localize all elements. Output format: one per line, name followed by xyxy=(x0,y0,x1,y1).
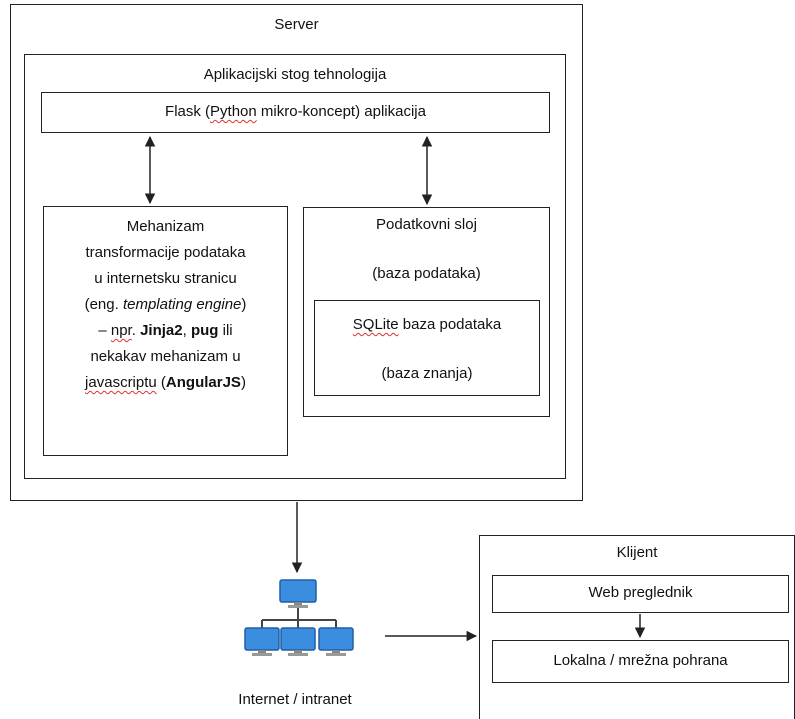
mechanism-line-5: – npr. Jinja2, pug ili xyxy=(43,318,288,344)
monitor-top xyxy=(279,579,317,608)
mechanism-line-2: transformacije podataka xyxy=(85,244,246,261)
mech-l4-e: ) xyxy=(241,296,247,313)
flask-pre: Flask ( xyxy=(165,103,211,120)
mechanism-line-4: (eng. templating engine) xyxy=(43,292,288,318)
mechanism-line-1: Mehanizam xyxy=(126,218,205,235)
mech-l5-c: . xyxy=(131,322,141,339)
templating-mechanism-text: Mehanizam transformacije podataka u inte… xyxy=(43,214,288,396)
monitor-right xyxy=(318,627,354,656)
flask-python: Python xyxy=(210,103,257,120)
storage-label: Lokalna / mrežna pohrana xyxy=(553,652,728,669)
sqlite-name-a: SQLite xyxy=(352,316,399,333)
monitor-middle xyxy=(280,627,316,656)
mech-l7-a: javascriptu xyxy=(85,374,157,391)
web-browser-box xyxy=(492,575,789,613)
mech-l4-b: templating xyxy=(122,296,193,313)
sqlite-title: SQLite baza podataka xyxy=(314,316,540,333)
mech-l7-d: ) xyxy=(240,374,246,391)
data-layer-title: Podatkovni sloj xyxy=(376,216,477,233)
flask-app-label: Flask (Python mikro-koncept) aplikacija xyxy=(41,103,550,120)
flask-post: mikro-koncept) aplikacija xyxy=(256,103,426,120)
app-stack-title: Aplikacijski stog tehnologija xyxy=(203,66,387,83)
mechanism-line-7: javascriptu (AngularJS) xyxy=(43,370,288,396)
data-layer-subtitle: (baza podataka) xyxy=(372,265,481,282)
network-computers-icon xyxy=(244,579,354,656)
client-title: Klijent xyxy=(616,544,658,561)
templating-mechanism-box xyxy=(43,206,288,456)
mech-l5-f: pug xyxy=(190,322,219,339)
mech-l5-a: – xyxy=(98,322,111,339)
mech-l5-e: , xyxy=(182,322,191,339)
mechanism-line-3: u internetsku stranicu xyxy=(94,270,237,287)
mech-l4-d: engine xyxy=(196,296,242,313)
mech-l4-a: (eng. xyxy=(84,296,123,313)
server-title: Server xyxy=(274,16,319,33)
mech-l5-b: npr xyxy=(110,322,132,339)
flask-app-box xyxy=(41,92,550,133)
sqlite-subtitle: (baza znanja) xyxy=(381,365,473,382)
sqlite-name-b: baza podataka xyxy=(398,316,502,333)
mech-l5-d: Jinja2 xyxy=(140,322,183,339)
mech-l7-b: ( xyxy=(156,374,166,391)
mech-l5-g: ili xyxy=(218,322,233,339)
monitor-left xyxy=(244,627,280,656)
client-box xyxy=(479,535,795,719)
sqlite-box xyxy=(314,300,540,396)
web-browser-label: Web preglednik xyxy=(588,584,693,601)
mechanism-line-6: nekakav mehanizam u xyxy=(90,348,241,365)
mech-l7-c: AngularJS xyxy=(165,374,241,391)
storage-box xyxy=(492,640,789,683)
network-label: Internet / intranet xyxy=(238,691,352,708)
